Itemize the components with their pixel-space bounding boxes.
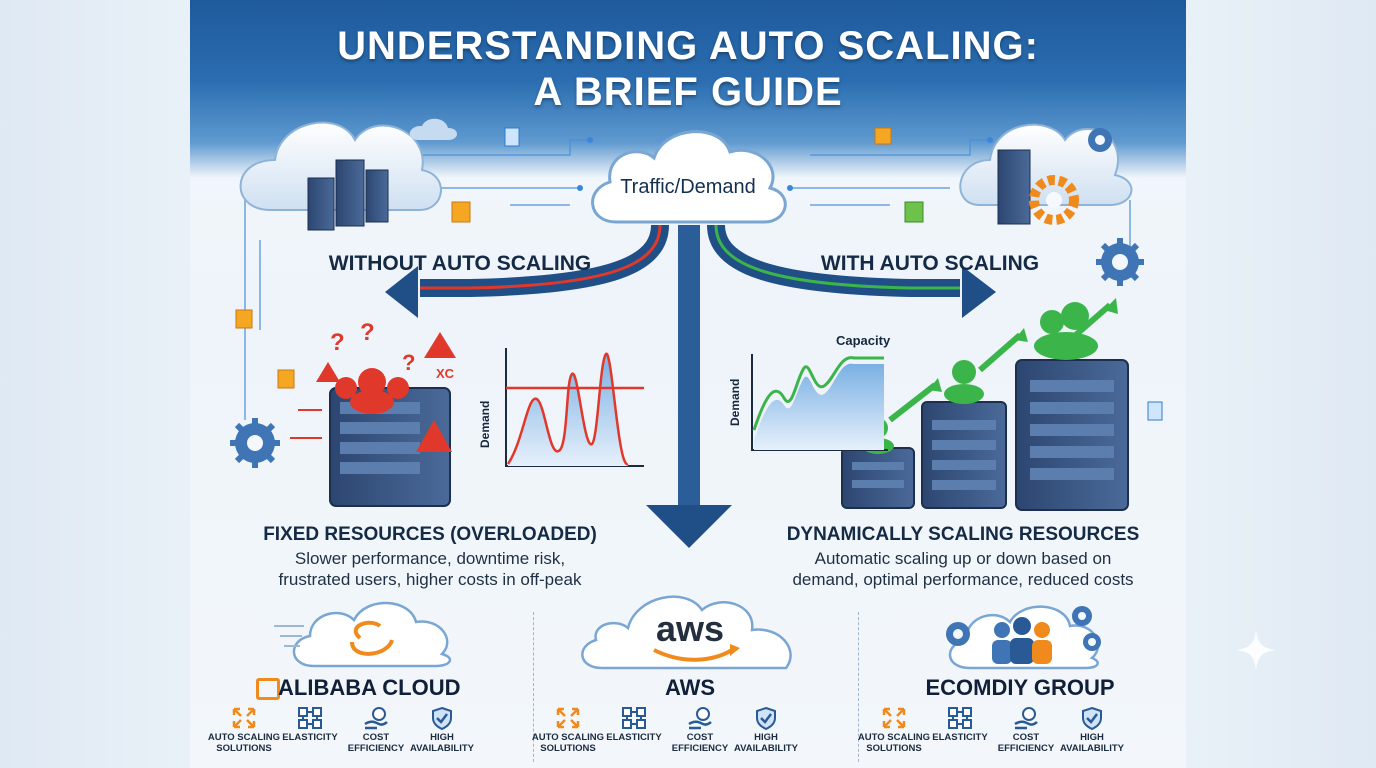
feature-label-line-1: ELASTICITY <box>606 732 662 743</box>
feature-0-1: ELASTICITY <box>270 706 350 743</box>
alibaba-bracket-icon <box>256 678 280 700</box>
svg-text:?: ? <box>330 329 345 356</box>
feature-label-line-2: AVAILABILITY <box>409 743 475 754</box>
feature-label-line-1: HIGH <box>1080 732 1104 743</box>
right-capacity-line <box>752 356 884 431</box>
traffic-cloud <box>591 130 787 224</box>
left-demand-chart <box>505 348 644 467</box>
without-auto-scaling-heading: WITHOUT AUTO SCALING <box>328 252 592 275</box>
feature-label-line-1: COST <box>362 732 390 743</box>
left-chart-ylabel: Demand <box>478 400 492 448</box>
feature-label-line-1: ELASTICITY <box>282 732 338 743</box>
fixed-resources-line-1: Slower performance, downtime risk, <box>294 549 566 568</box>
nodes-icon <box>594 706 674 730</box>
hand-coin-icon <box>986 706 1066 730</box>
expand-icon <box>528 706 608 730</box>
divider-right <box>858 612 859 762</box>
title-line-1: UNDERSTANDING AUTO SCALING: <box>337 24 1039 68</box>
right-chart-ylabel: Demand <box>728 378 742 426</box>
aws-logo-text: aws <box>655 608 725 649</box>
feature-label-line-1: AUTO SCALING <box>531 732 605 743</box>
feature-label-line-1: AUTO SCALING <box>207 732 281 743</box>
hand-coin-icon <box>336 706 416 730</box>
expand-icon <box>854 706 934 730</box>
overload-alert-text: XC <box>436 366 455 381</box>
feature-label-line-2: AVAILABILITY <box>733 743 799 754</box>
ecomdiy-group-logo <box>946 605 1101 670</box>
traffic-demand-label: Traffic/Demand <box>620 176 756 198</box>
hand-coin-icon <box>660 706 740 730</box>
shield-check-icon <box>1052 706 1132 730</box>
feature-label-line-1: HIGH <box>754 732 778 743</box>
feature-label-line-2: EFFICIENCY <box>671 743 729 754</box>
dynamic-resources-line-1: Automatic scaling up or down based on <box>814 549 1112 568</box>
feature-label-line-2: SOLUTIONS <box>540 743 596 754</box>
feature-label-line-2: EFFICIENCY <box>997 743 1055 754</box>
feature-label-line-2: SOLUTIONS <box>216 743 272 754</box>
dynamic-resources-title: DYNAMICALLY SCALING RESOURCES <box>786 524 1140 545</box>
fixed-resources-title: FIXED RESOURCES (OVERLOADED) <box>263 524 597 545</box>
shield-check-icon <box>726 706 806 730</box>
feature-label-line-1: AUTO SCALING <box>857 732 931 743</box>
nodes-icon <box>920 706 1000 730</box>
feature-label-line-2: AVAILABILITY <box>1059 743 1125 754</box>
dynamic-resources-line-2: demand, optimal performance, reduced cos… <box>792 570 1134 589</box>
provider-name-alibaba: ALIBABA CLOUD <box>278 675 461 700</box>
feature-label-line-1: HIGH <box>430 732 454 743</box>
fixed-resources-line-2: frustrated users, higher costs in off-pe… <box>278 570 582 589</box>
feature-label-line-2: SOLUTIONS <box>866 743 922 754</box>
title-line-2: A BRIEF GUIDE <box>533 70 843 114</box>
feature-label-line-2: EFFICIENCY <box>347 743 405 754</box>
divider-left <box>533 612 534 762</box>
feature-2-1: ELASTICITY <box>920 706 1000 743</box>
right-chart-capacity-label: Capacity <box>836 333 891 348</box>
feature-1-1: ELASTICITY <box>594 706 674 743</box>
feature-label-line-1: ELASTICITY <box>932 732 988 743</box>
team-icon <box>992 617 1052 664</box>
nodes-icon <box>270 706 350 730</box>
svg-text:?: ? <box>360 319 375 346</box>
aws-cloud-logo <box>581 595 792 670</box>
right-demand-chart <box>751 354 888 451</box>
left-demand-line <box>506 352 630 466</box>
decor-layer: ? ? ? <box>230 118 1163 548</box>
shield-check-icon <box>402 706 482 730</box>
feature-label-line-1: COST <box>1012 732 1040 743</box>
right-demand-area <box>754 363 884 450</box>
feature-label-line-1: COST <box>686 732 714 743</box>
provider-name-ecomdiy: ECOMDIY GROUP <box>925 675 1115 700</box>
svg-text:?: ? <box>402 350 415 375</box>
expand-icon <box>204 706 284 730</box>
with-auto-scaling-heading: WITH AUTO SCALING <box>820 252 1040 275</box>
provider-name-aws: AWS <box>664 675 716 700</box>
sparkle-icon <box>1236 630 1276 670</box>
alibaba-cloud-logo <box>274 601 452 668</box>
